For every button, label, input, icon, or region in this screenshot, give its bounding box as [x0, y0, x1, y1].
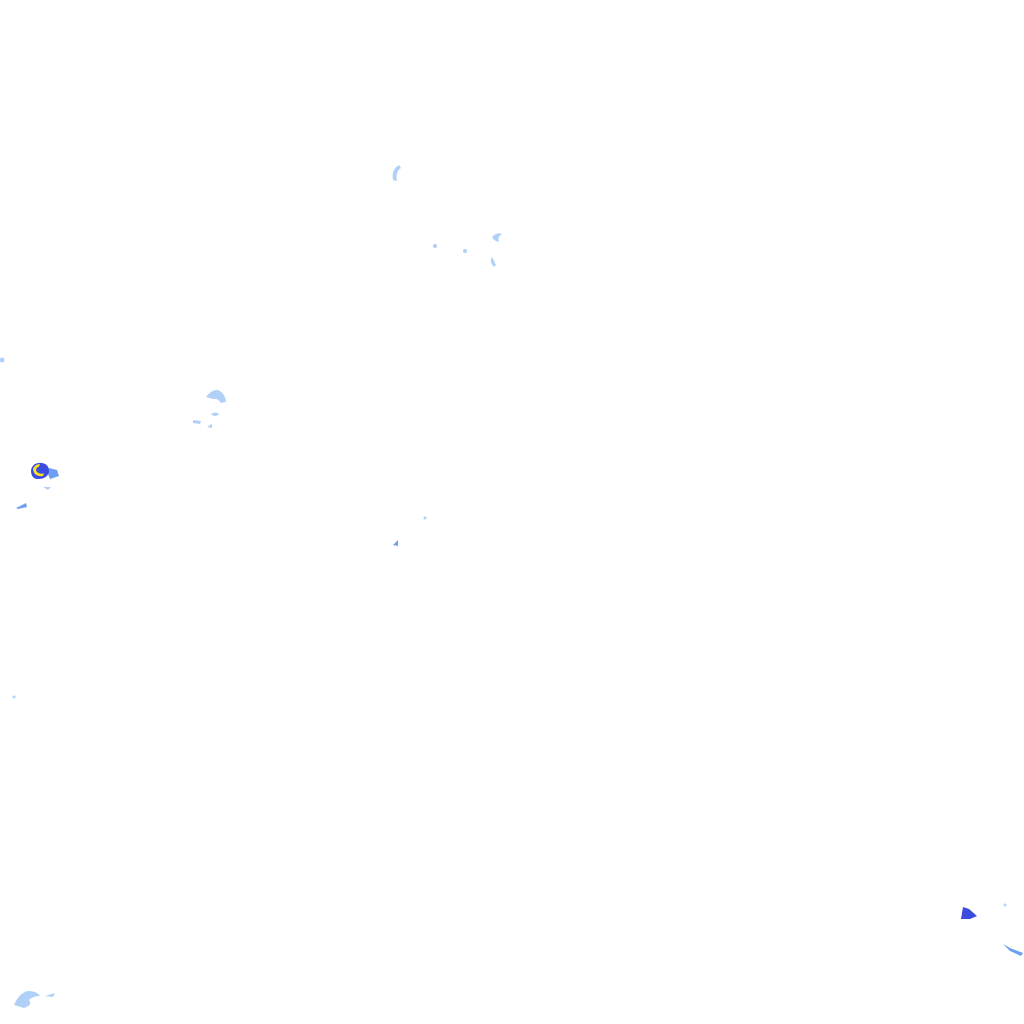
precip-cell — [393, 540, 398, 546]
precip-cell — [492, 233, 502, 242]
precip-cell — [0, 357, 5, 363]
precip-cell — [211, 412, 219, 416]
precip-cell — [490, 257, 496, 267]
precip-cell — [207, 424, 212, 428]
precip-cell — [423, 516, 427, 520]
precip-heavy-cells — [31, 462, 977, 919]
precip-cell — [33, 464, 44, 477]
precip-cell — [16, 503, 27, 509]
precip-cell — [43, 487, 51, 490]
precip-cell — [206, 389, 226, 403]
precip-cell — [463, 249, 467, 253]
precip-cell — [392, 165, 401, 181]
precip-cell — [12, 695, 16, 699]
precip-moderate-cells — [16, 467, 1023, 956]
precip-cell — [14, 991, 40, 1008]
precip-light-cells — [0, 165, 1007, 1008]
precip-intense-cells — [33, 464, 44, 477]
precip-cell — [1003, 944, 1023, 956]
precip-cell — [433, 244, 437, 248]
precip-cell — [45, 993, 55, 997]
precip-cell — [1003, 903, 1007, 907]
precip-cell — [961, 907, 977, 919]
precip-cell — [193, 420, 201, 424]
